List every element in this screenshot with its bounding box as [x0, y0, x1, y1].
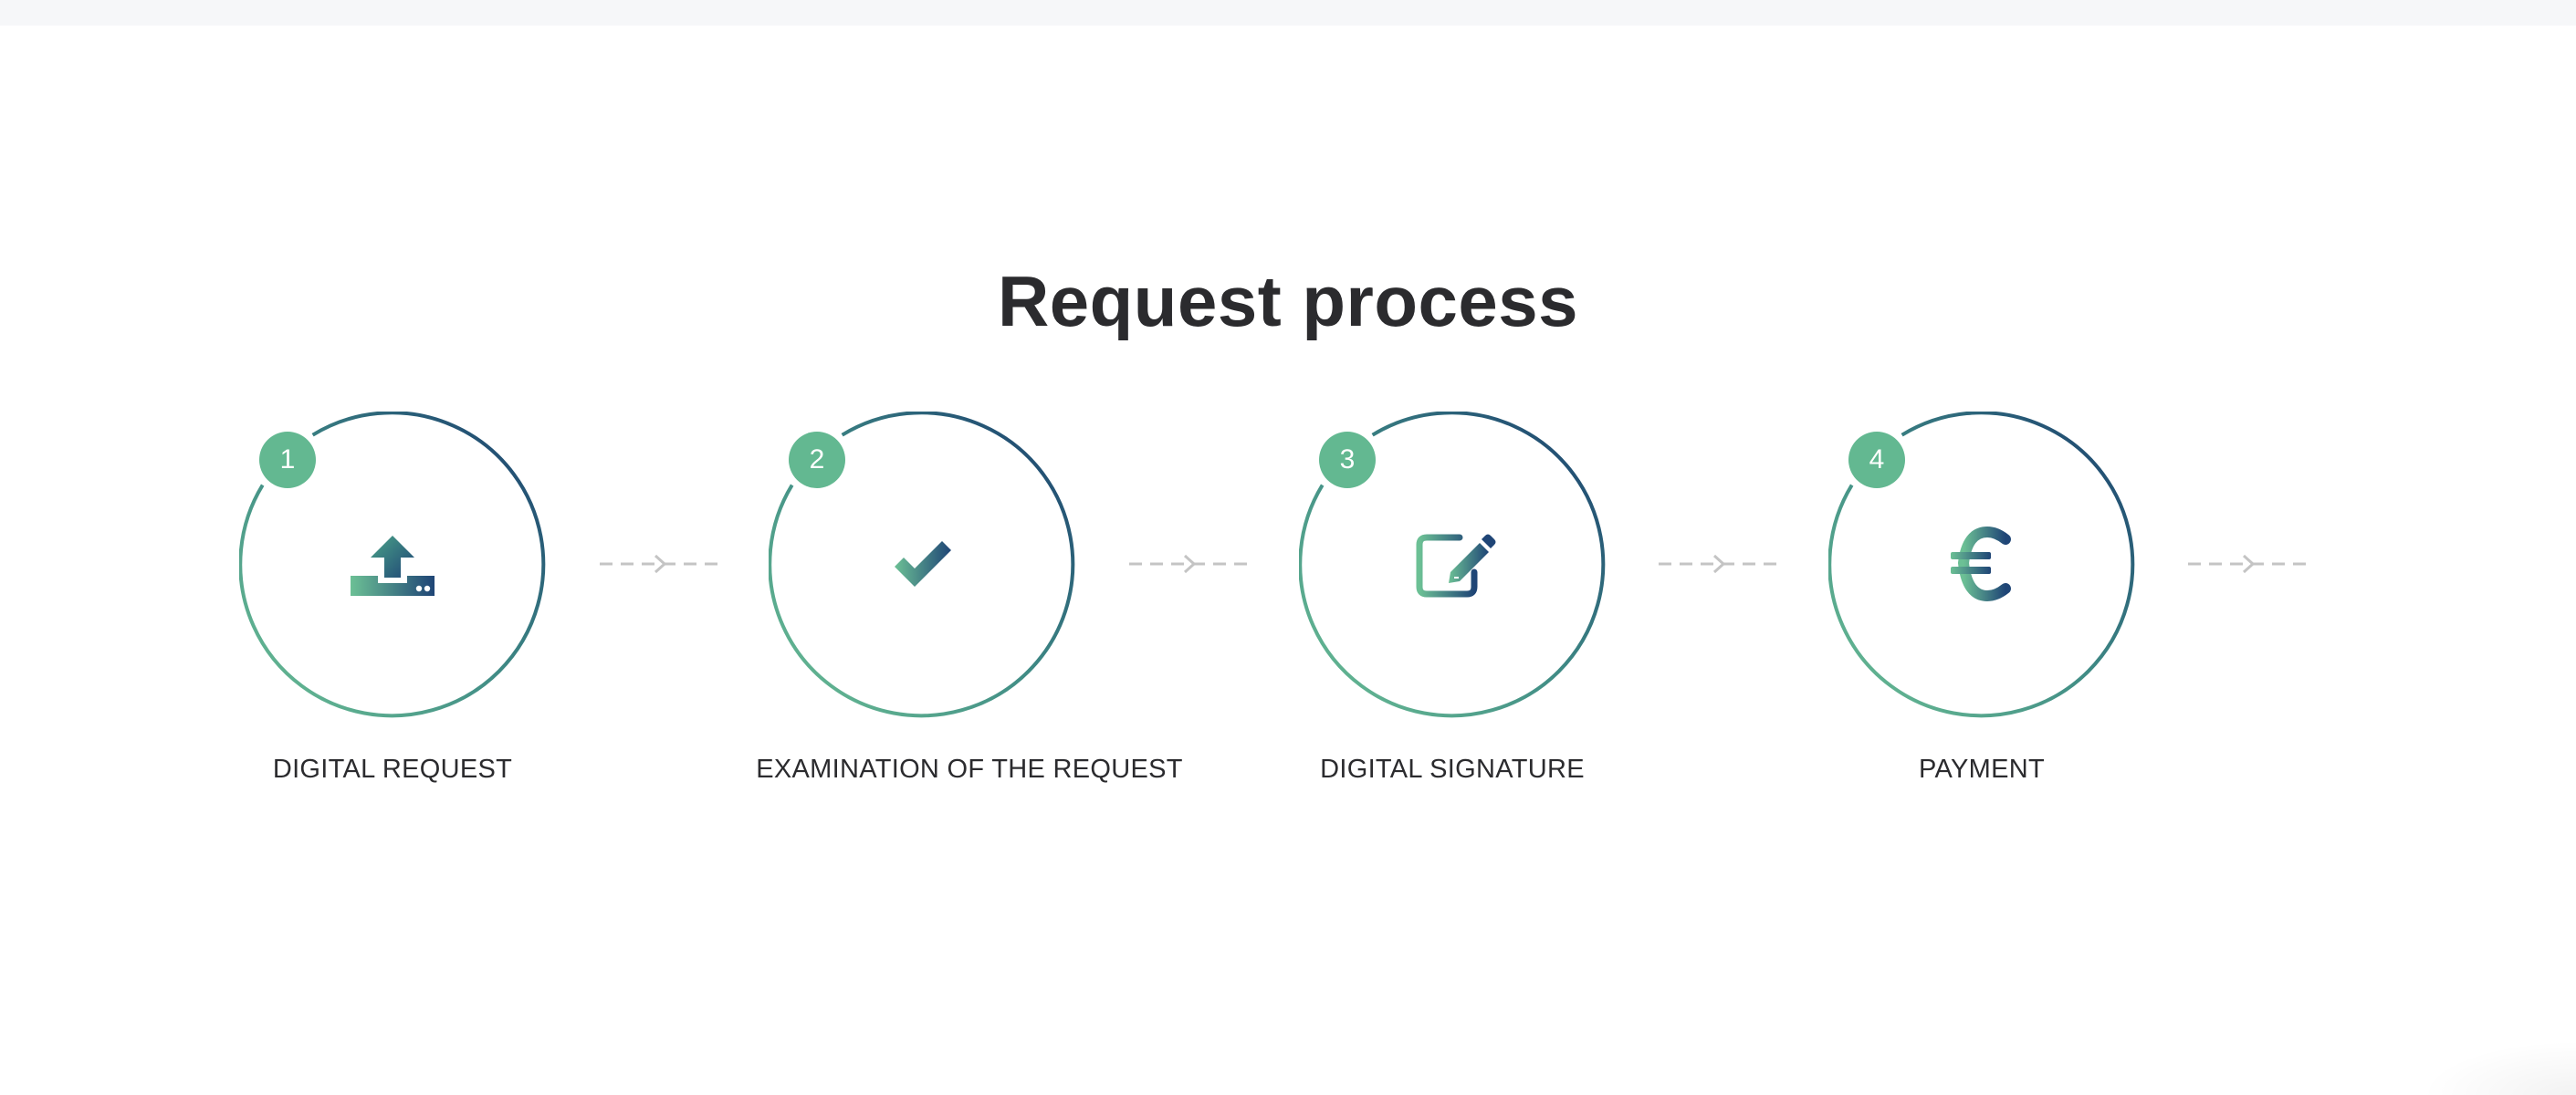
step-ring	[769, 412, 1075, 718]
step-number-badge: 3	[1319, 432, 1376, 488]
page-title: Request process	[997, 261, 1579, 341]
step-ring	[1299, 412, 1606, 718]
step-label: DIGITAL SIGNATURE	[1320, 755, 1585, 784]
step-label: PAYMENT	[1919, 755, 2045, 784]
step-connector-arrow	[2188, 554, 2312, 574]
upload-tray-icon	[351, 536, 435, 596]
step-1: 1	[239, 412, 546, 718]
checkmark-icon	[895, 541, 951, 587]
step-label: EXAMINATION OF THE REQUEST	[756, 755, 1183, 784]
edit-signature-icon	[1416, 534, 1496, 598]
step-connector-arrow	[1659, 554, 1783, 574]
step-label: DIGITAL REQUEST	[272, 755, 513, 784]
euro-icon	[1951, 526, 2011, 602]
step-number-badge: 2	[789, 432, 845, 488]
corner-shadow	[2421, 1040, 2576, 1095]
step-number-badge: 1	[259, 432, 316, 488]
step-connector-arrow	[600, 554, 724, 574]
step-connector-arrow	[1129, 554, 1253, 574]
step-3: 3	[1299, 412, 1606, 718]
step-4: 4	[1828, 412, 2135, 718]
step-2: 2	[769, 412, 1075, 718]
step-number-badge: 4	[1848, 432, 1905, 488]
step-ring	[1828, 412, 2135, 718]
top-strip	[0, 0, 2576, 26]
step-ring	[239, 412, 546, 718]
